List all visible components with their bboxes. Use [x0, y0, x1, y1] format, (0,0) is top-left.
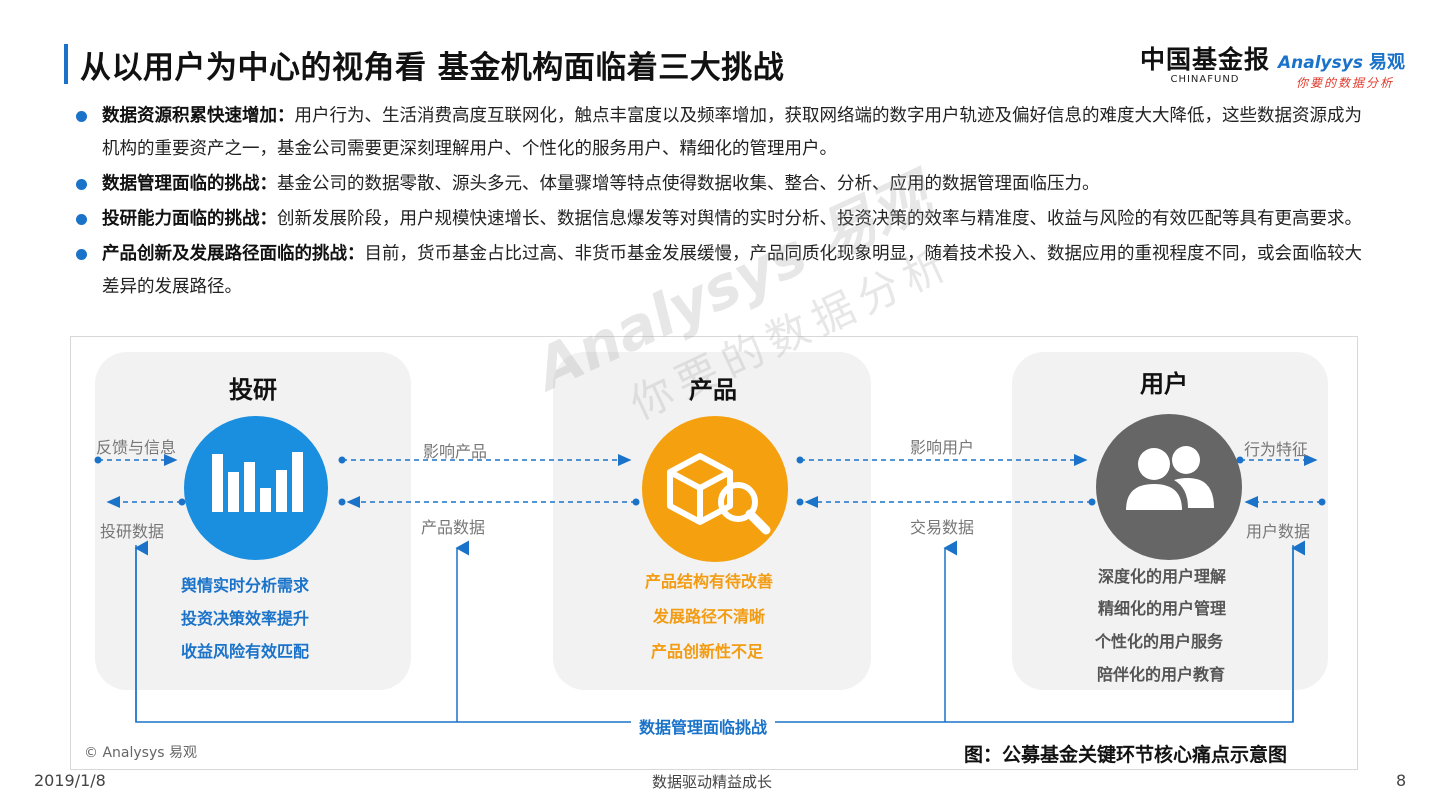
title-accent-bar: [64, 44, 68, 84]
label-product-data: 产品数据: [421, 518, 486, 537]
analysys-logo: Analysys 易观 你要的数据分析: [1278, 48, 1405, 91]
data-management-label: 数据管理面临挑战: [631, 714, 776, 738]
bullet-dot: [76, 111, 87, 122]
footer-date: 2019/1/8: [34, 771, 106, 790]
bullet-text: 基金公司的数据零散、源头多元、体量骤增等特点使得数据收集、整合、分析、应用的数据…: [277, 174, 1100, 194]
bullet-item: 产品创新及发展路径面临的挑战：目前，货币基金占比过高、非货币基金发展缓慢，产品同…: [72, 238, 1372, 304]
bullet-heading: 数据资源积累快速增加：: [102, 106, 295, 126]
bullet-heading: 数据管理面临的挑战：: [102, 174, 277, 194]
bullet-item: 投研能力面临的挑战：创新发展阶段，用户规模快速增长、数据信息爆发等对舆情的实时分…: [72, 203, 1372, 236]
label-research-data: 投研数据: [100, 522, 165, 541]
bullet-dot: [76, 249, 87, 260]
bullet-item: 数据资源积累快速增加：用户行为、生活消费高度互联网化，触点丰富度以及频率增加，获…: [72, 100, 1372, 166]
pain-research-2: 投资决策效率提升: [181, 609, 310, 628]
research-circle: [184, 416, 328, 560]
bar-chart-icon: [212, 452, 303, 512]
label-feedback-info: 反馈与信息: [96, 438, 177, 457]
diagram-frame: [70, 336, 1358, 770]
chinafund-logo-en: CHINAFUND: [1170, 74, 1240, 85]
pain-user-1: 深度化的用户理解: [1098, 567, 1227, 586]
label-affect-product: 影响产品: [423, 442, 488, 461]
label-transaction-data: 交易数据: [910, 518, 975, 537]
bullet-text: 用户行为、生活消费高度互联网化，触点丰富度以及频率增加，获取网络端的数字用户轨迹…: [102, 106, 1362, 159]
panel-title-user: 用户: [1140, 370, 1188, 398]
bullet-heading: 产品创新及发展路径面临的挑战：: [102, 244, 365, 264]
bullet-list: 数据资源积累快速增加：用户行为、生活消费高度互联网化，触点丰富度以及频率增加，获…: [72, 100, 1372, 306]
label-user-data: 用户数据: [1246, 522, 1311, 541]
chinafund-logo: 中国基金报 CHINAFUND: [1140, 46, 1270, 86]
pain-product-3: 产品创新性不足: [651, 642, 764, 661]
page-title: 从以用户为中心的视角看 基金机构面临着三大挑战: [80, 50, 785, 86]
bullet-dot: [76, 179, 87, 190]
bullet-text: 目前，货币基金占比过高、非货币基金发展缓慢，产品同质化现象明显，随着技术投入、数…: [102, 244, 1362, 297]
panel-title-product: 产品: [689, 376, 737, 404]
analysys-logo-en: Analysys: [1278, 53, 1363, 73]
user-circle: [1096, 414, 1242, 560]
box-magnifier-icon: [667, 453, 771, 535]
pain-product-1: 产品结构有待改善: [645, 572, 774, 591]
pain-user-4: 陪伴化的用户教育: [1097, 665, 1226, 684]
product-circle: [642, 416, 788, 562]
analysys-logo-slogan: 你要的数据分析: [1296, 76, 1395, 90]
pain-user-2: 精细化的用户管理: [1098, 599, 1227, 618]
chinafund-logo-cn: 中国基金报: [1140, 45, 1271, 74]
pain-product-2: 发展路径不清晰: [653, 607, 766, 626]
bullet-dot: [76, 214, 87, 225]
footer-slogan: 数据驱动精益成长: [652, 773, 773, 791]
bullet-text: 创新发展阶段，用户规模快速增长、数据信息爆发等对舆情的实时分析、投资决策的效率与…: [277, 209, 1362, 229]
label-behavior-features: 行为特征: [1244, 440, 1309, 459]
panel-title-research: 投研: [229, 376, 277, 404]
users-icon: [1126, 446, 1214, 510]
pain-research-1: 舆情实时分析需求: [181, 576, 310, 595]
pain-research-3: 收益风险有效匹配: [181, 642, 310, 661]
bullet-heading: 投研能力面临的挑战：: [102, 209, 277, 229]
copyright: © Analysys 易观: [84, 745, 197, 761]
bullet-item: 数据管理面临的挑战：基金公司的数据零散、源头多元、体量骤增等特点使得数据收集、整…: [72, 168, 1372, 201]
pain-user-3: 个性化的用户服务: [1095, 632, 1224, 651]
analysys-logo-cn: 易观: [1368, 52, 1405, 73]
figure-caption: 图：公募基金关键环节核心痛点示意图: [964, 744, 1288, 766]
label-affect-user: 影响用户: [910, 438, 975, 457]
page-number: 8: [1396, 771, 1407, 790]
